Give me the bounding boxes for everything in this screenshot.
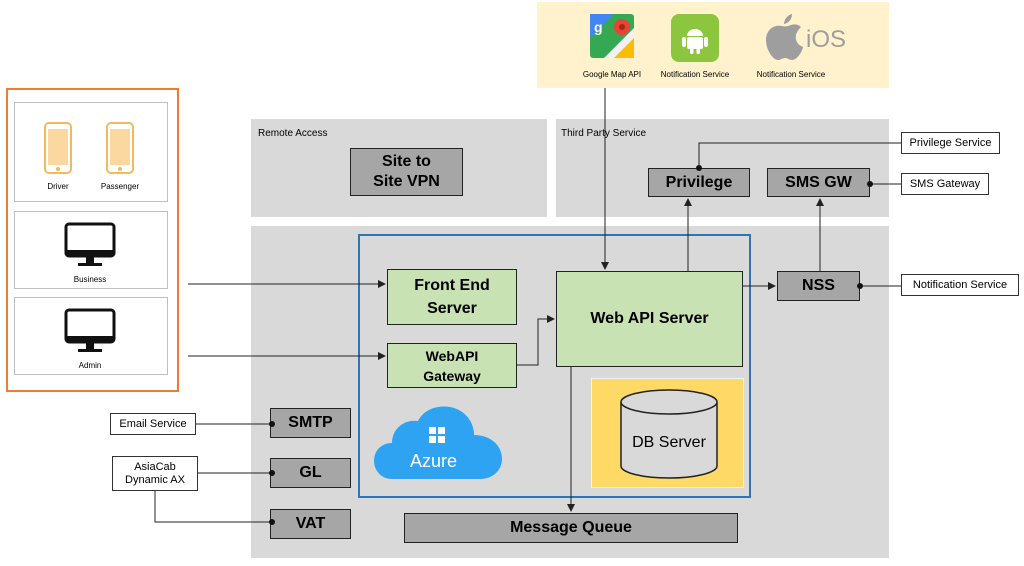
message-queue-node: Message Queue (404, 513, 738, 543)
email-service-box: Email Service (110, 413, 196, 435)
sms-gateway-box: SMS Gateway (901, 173, 989, 195)
admin-monitor-icon (64, 308, 116, 354)
gl-node: GL (270, 458, 351, 488)
android-notification-label: Notification Service (660, 70, 730, 79)
privilege-service-box: Privilege Service (901, 132, 1000, 154)
passenger-label: Passenger (100, 182, 140, 191)
ios-notification-label: Notification Service (756, 70, 826, 79)
business-label: Business (73, 275, 107, 284)
azure-cloud-icon (374, 405, 502, 479)
site-to-site-vpn-node: Site to Site VPN (350, 148, 463, 196)
google-map-api-label: Google Map API (582, 70, 642, 79)
web-api-server-node: Web API Server (556, 271, 743, 367)
driver-phone-icon (44, 122, 72, 174)
nss-node: NSS (777, 271, 860, 301)
third-party-label: Third Party Service (561, 128, 647, 139)
driver-label: Driver (47, 182, 69, 191)
azure-boundary (358, 234, 751, 498)
smtp-node: SMTP (270, 408, 351, 438)
azure-label: Azure (410, 451, 458, 471)
android-icon (671, 14, 719, 62)
privilege-node: Privilege (648, 168, 750, 197)
sms-gw-node: SMS GW (767, 168, 870, 197)
passenger-phone-icon (106, 122, 134, 174)
business-monitor-icon (64, 222, 116, 268)
google-maps-icon: g (590, 14, 634, 58)
apple-ios-icon (760, 12, 855, 62)
ios-logo-text: iOS (806, 26, 847, 53)
svg-text:g: g (594, 19, 603, 35)
database-icon (619, 388, 719, 480)
webapi-gateway-node: WebAPI Gateway (387, 343, 517, 388)
remote-access-label: Remote Access (258, 128, 328, 139)
front-end-server-node: Front End Server (387, 269, 517, 325)
admin-label: Admin (78, 361, 102, 370)
db-server-label: DB Server (632, 434, 706, 451)
mobile-client-box (14, 102, 168, 202)
asiacab-box: AsiaCab Dynamic AX (112, 456, 198, 491)
notification-service-box: Notification Service (901, 274, 1019, 296)
